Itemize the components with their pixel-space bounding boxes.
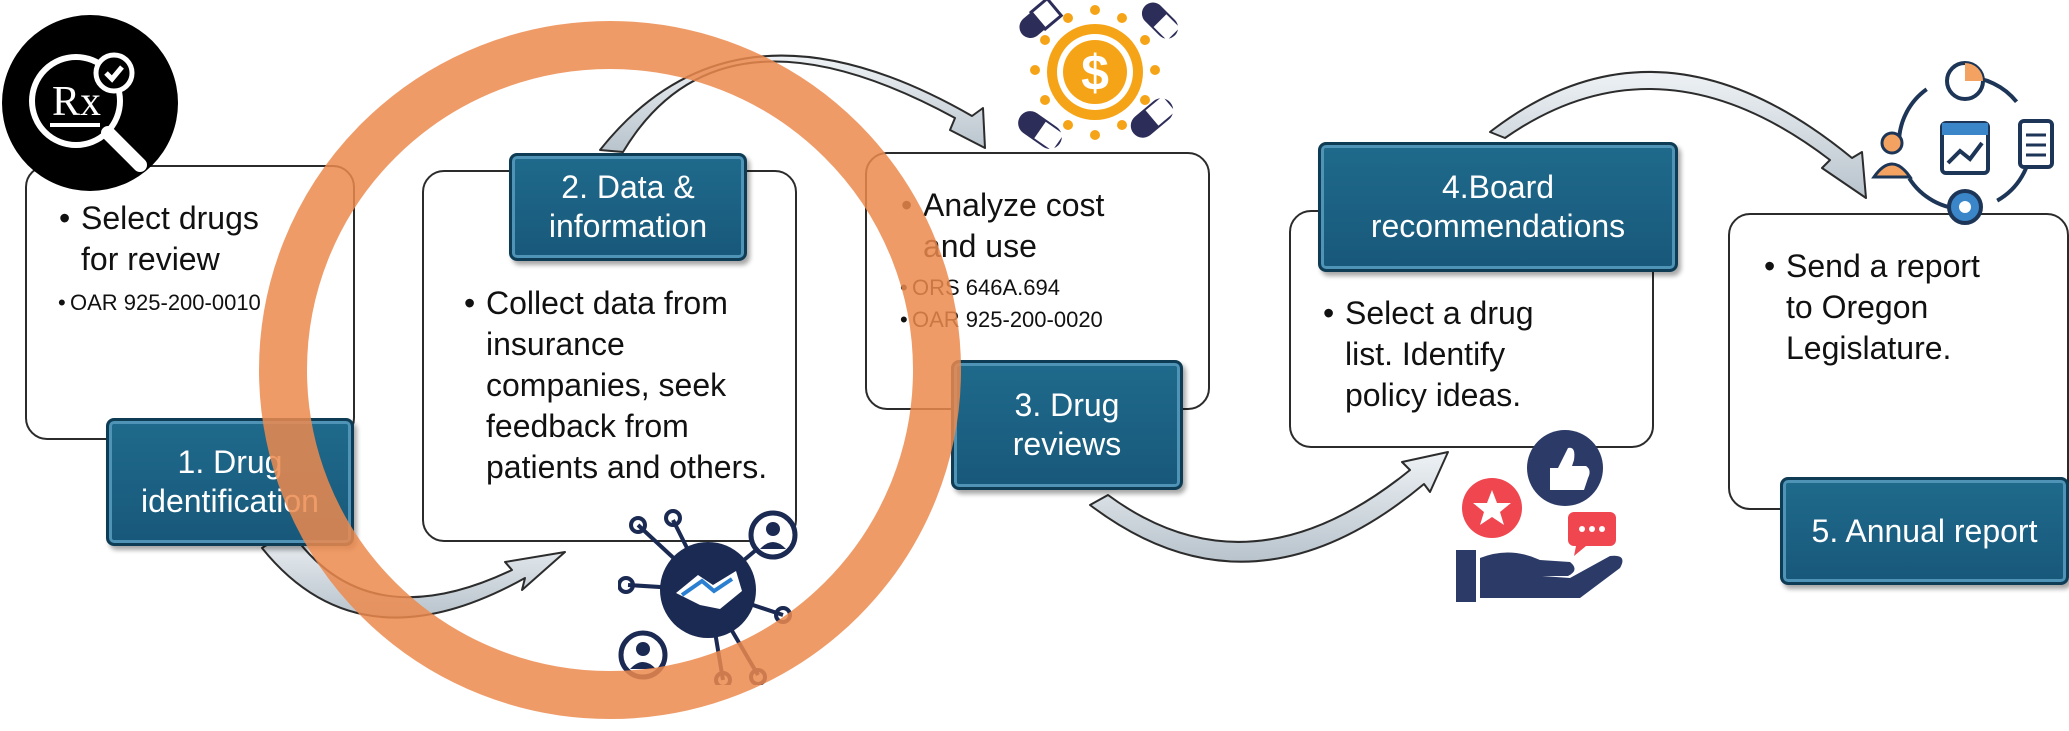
pills-dollar-icon: $ [1018,0,1180,151]
card-1-bullets: Select drugs for review [55,198,305,280]
svg-text:Rx: Rx [52,79,101,125]
arrow-4-to-5 [1489,71,1867,199]
card-3-refs: ORS 646A.694 OAR 925-200-0020 [900,272,1180,336]
card-3-bullets: Analyze cost and use [897,185,1157,267]
step-4-board-recommendations: 4.Board recommendations [1318,142,1678,272]
arrow-2-to-3 [599,54,986,153]
rx-magnifier-icon: Rx [2,15,178,191]
card-3-ref: OAR 925-200-0020 [900,304,1180,336]
card-3-ref: ORS 646A.694 [900,272,1180,304]
handshake-network-icon [618,509,798,685]
report-cycle-icon [1871,61,2054,225]
step-1-drug-identification: 1. Drug identification [106,418,354,546]
card-4-bullets: Select a drug list. Identify policy idea… [1319,293,1569,416]
card-3-bullet: Analyze cost and use [897,185,1157,267]
card-5-bullets: Send a report to Oregon Legislature. [1760,246,2010,369]
card-2-bullet: Collect data from insurance companies, s… [460,283,770,488]
step-2-data-information: 2. Data & information [509,153,747,261]
card-1-refs: OAR 925-200-0010 [58,287,338,319]
arrow-3-to-4 [1089,451,1449,563]
svg-text:$: $ [1081,45,1109,101]
card-5-bullet: Send a report to Oregon Legislature. [1760,246,2010,369]
step-3-drug-reviews: 3. Drug reviews [951,360,1183,490]
card-1-bullet: Select drugs for review [55,198,305,280]
step-5-annual-report: 5. Annual report [1780,477,2069,585]
feedback-hand-icon [1456,430,1623,602]
card-1-ref: OAR 925-200-0010 [58,287,338,319]
card-2-bullets: Collect data from insurance companies, s… [460,283,770,488]
card-4-bullet: Select a drug list. Identify policy idea… [1319,293,1569,416]
